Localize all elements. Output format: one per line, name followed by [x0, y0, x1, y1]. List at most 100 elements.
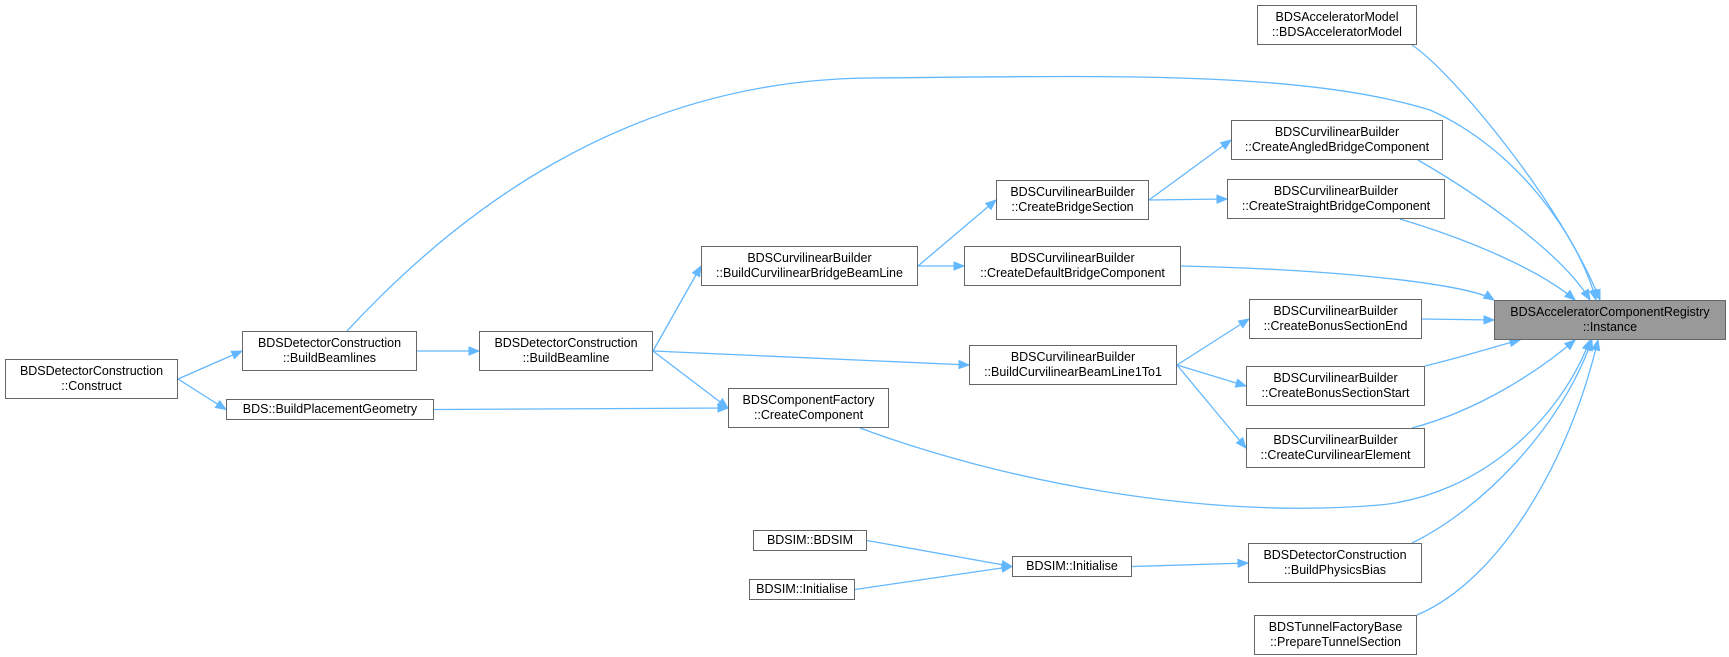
- edge-beam1to1-to-bonusend: [1176, 318, 1250, 366]
- node-compfact[interactable]: BDSComponentFactory::CreateComponent: [728, 388, 889, 428]
- node-buildbeamlines[interactable]: BDSDetectorConstruction::BuildBeamlines: [242, 331, 417, 371]
- edge-placement-to-compfact: [433, 407, 729, 411]
- node-bridgesec[interactable]: BDSCurvilinearBuilder::CreateBridgeSecti…: [996, 180, 1149, 220]
- edge-bridgesec-to-angled: [1148, 139, 1232, 201]
- edge-arrowhead: [1563, 339, 1577, 351]
- edge-arrowhead: [1000, 563, 1014, 573]
- node-bonusend[interactable]: BDSCurvilinearBuilder::CreateBonusSectio…: [1249, 299, 1422, 339]
- edge-bonusend-to-root: [1421, 318, 1495, 321]
- edge-construct-to-buildbeamlines: [177, 350, 243, 380]
- node-straight[interactable]: BDSCurvilinearBuilder::CreateStraightBri…: [1227, 179, 1445, 219]
- node-curvelem[interactable]: BDSCurvilinearBuilder::CreateCurvilinear…: [1246, 428, 1425, 468]
- edge-buildbeamline-to-beam1to1: [652, 350, 970, 366]
- node-label-line: ::CreateAngledBridgeComponent: [1244, 140, 1430, 154]
- edge-arrowhead: [1588, 288, 1598, 302]
- node-label-line: ::PrepareTunnelSection: [1270, 635, 1401, 649]
- edge-bdsimctor-to-bdsiminit2: [866, 539, 1013, 568]
- edge-arrowhead: [1580, 288, 1591, 302]
- node-label-line: ::Construct: [61, 379, 122, 393]
- node-label-line: BDSIM::Initialise: [756, 582, 848, 596]
- node-label-line: BDSCurvilinearBuilder: [1273, 304, 1398, 318]
- edge-curvelem-to-root: [1411, 339, 1576, 429]
- edge-arrowhead: [1234, 378, 1248, 388]
- node-bdsimctor[interactable]: BDSIM::BDSIM: [753, 530, 867, 551]
- edge-beam1to1-to-curvelem: [1176, 364, 1247, 449]
- edge-arrowhead: [958, 359, 971, 370]
- node-label-line: BDSCurvilinearBuilder: [747, 251, 872, 265]
- node-label-line: ::CreateBonusSectionEnd: [1263, 319, 1408, 333]
- edge-bridgesec-to-straight: [1148, 198, 1228, 201]
- node-bridgebeam[interactable]: BDSCurvilinearBuilder::BuildCurvilinearB…: [701, 246, 918, 286]
- edge-bdsiminit-to-bdsiminit2: [854, 565, 1013, 591]
- node-bonusstart[interactable]: BDSCurvilinearBuilder::CreateBonusSectio…: [1246, 366, 1425, 406]
- edge-arrowhead: [1237, 558, 1250, 569]
- edge-buildbeamline-to-bridgebeam: [652, 265, 702, 352]
- node-label-line: ::CreateDefaultBridgeComponent: [980, 266, 1165, 280]
- node-defbridge[interactable]: BDSCurvilinearBuilder::CreateDefaultBrid…: [964, 246, 1181, 286]
- edge-angled-to-root: [1417, 159, 1591, 301]
- node-tunnel[interactable]: BDSTunnelFactoryBase::PrepareTunnelSecti…: [1254, 615, 1417, 655]
- node-label-line: BDSDetectorConstruction: [19, 364, 164, 378]
- edge-arrowhead: [691, 264, 702, 278]
- node-label-line: BDSCurvilinearBuilder: [1010, 350, 1136, 364]
- edge-arrowhead: [1219, 139, 1233, 151]
- node-label-line: ::Instance: [1582, 320, 1638, 334]
- node-label-line: ::BuildCurvilinearBeamLine1To1: [984, 365, 1162, 379]
- node-label-line: BDSAcceleratorModel: [1275, 10, 1399, 24]
- node-label-line: BDSCurvilinearBuilder: [1010, 251, 1135, 265]
- edge-bridgebeam-to-bridgesec: [917, 199, 997, 267]
- node-label-line: ::CreateBridgeSection: [1011, 200, 1134, 214]
- node-bdsiminit2[interactable]: BDSIM::Initialise: [1012, 556, 1132, 577]
- edge-bdsiminit2-to-physbias: [1131, 562, 1249, 568]
- edge-straight-to-root: [1399, 218, 1576, 301]
- node-label-line: ::CreateComponent: [753, 408, 864, 422]
- edge-arrowhead: [1590, 338, 1601, 352]
- edge-arrowhead: [1235, 436, 1247, 450]
- node-label-line: BDSCurvilinearBuilder: [1273, 433, 1398, 447]
- node-label-line: ::CreateStraightBridgeComponent: [1241, 199, 1431, 213]
- edge-compfact-to-root: [859, 339, 1591, 509]
- edge-defbridge-to-root: [1180, 265, 1495, 301]
- node-label-line: BDSCurvilinearBuilder: [1273, 184, 1399, 198]
- edge-arrowhead: [1483, 315, 1496, 325]
- node-label-line: BDSCurvilinearBuilder: [1010, 185, 1135, 199]
- node-label-line: ::BDSAcceleratorModel: [1272, 25, 1402, 39]
- node-label-line: BDSDetectorConstruction: [1263, 548, 1407, 562]
- edge-tunnel-to-root: [1416, 339, 1599, 616]
- node-label-line: BDSIM::Initialise: [1026, 559, 1118, 573]
- node-physbias[interactable]: BDSDetectorConstruction::BuildPhysicsBia…: [1248, 543, 1422, 583]
- node-label-line: ::CreateCurvilinearElement: [1260, 448, 1411, 462]
- node-label-line: ::BuildPhysicsBias: [1283, 563, 1387, 577]
- edge-arrowhead: [214, 399, 228, 411]
- node-label-line: ::BuildBeamlines: [282, 351, 377, 365]
- node-beam1to1[interactable]: BDSCurvilinearBuilder::BuildCurvilinearB…: [969, 345, 1177, 385]
- node-accmodel[interactable]: BDSAcceleratorModel::BDSAcceleratorModel: [1257, 5, 1417, 45]
- node-label-line: BDSDetectorConstruction: [494, 336, 638, 350]
- node-root: BDSAcceleratorComponentRegistry::Instanc…: [1494, 300, 1726, 340]
- edge-arrowhead: [1563, 289, 1577, 301]
- node-construct[interactable]: BDSDetectorConstruction::Construct: [5, 359, 178, 399]
- node-angled[interactable]: BDSCurvilinearBuilder::CreateAngledBridg…: [1231, 120, 1443, 160]
- edge-buildbeamline-to-compfact: [652, 350, 729, 409]
- node-label-line: BDSCurvilinearBuilder: [1274, 125, 1400, 139]
- node-label-line: BDSDetectorConstruction: [257, 336, 402, 350]
- edge-arrowhead: [468, 346, 481, 356]
- edge-arrowhead: [1584, 338, 1593, 352]
- edge-arrowhead: [984, 199, 998, 211]
- edge-arrowhead: [717, 403, 730, 413]
- node-buildbeamline[interactable]: BDSDetectorConstruction::BuildBeamline: [479, 331, 653, 371]
- edge-buildbeamlines-to-root: [346, 75, 1597, 332]
- node-label-line: ::BuildBeamline: [522, 351, 610, 365]
- edge-beam1to1-to-bonusstart: [1176, 364, 1247, 387]
- edge-arrowhead: [1482, 290, 1496, 301]
- edge-arrowhead: [953, 261, 966, 271]
- node-label-line: BDS::BuildPlacementGeometry: [242, 402, 418, 416]
- node-label-line: BDSCurvilinearBuilder: [1273, 371, 1398, 385]
- edge-arrowhead: [1216, 194, 1229, 204]
- edge-bonusstart-to-root: [1424, 339, 1521, 367]
- node-label-line: ::CreateBonusSectionStart: [1261, 386, 1410, 400]
- node-placement[interactable]: BDS::BuildPlacementGeometry: [226, 399, 434, 420]
- node-bdsiminit[interactable]: BDSIM::Initialise: [749, 579, 855, 600]
